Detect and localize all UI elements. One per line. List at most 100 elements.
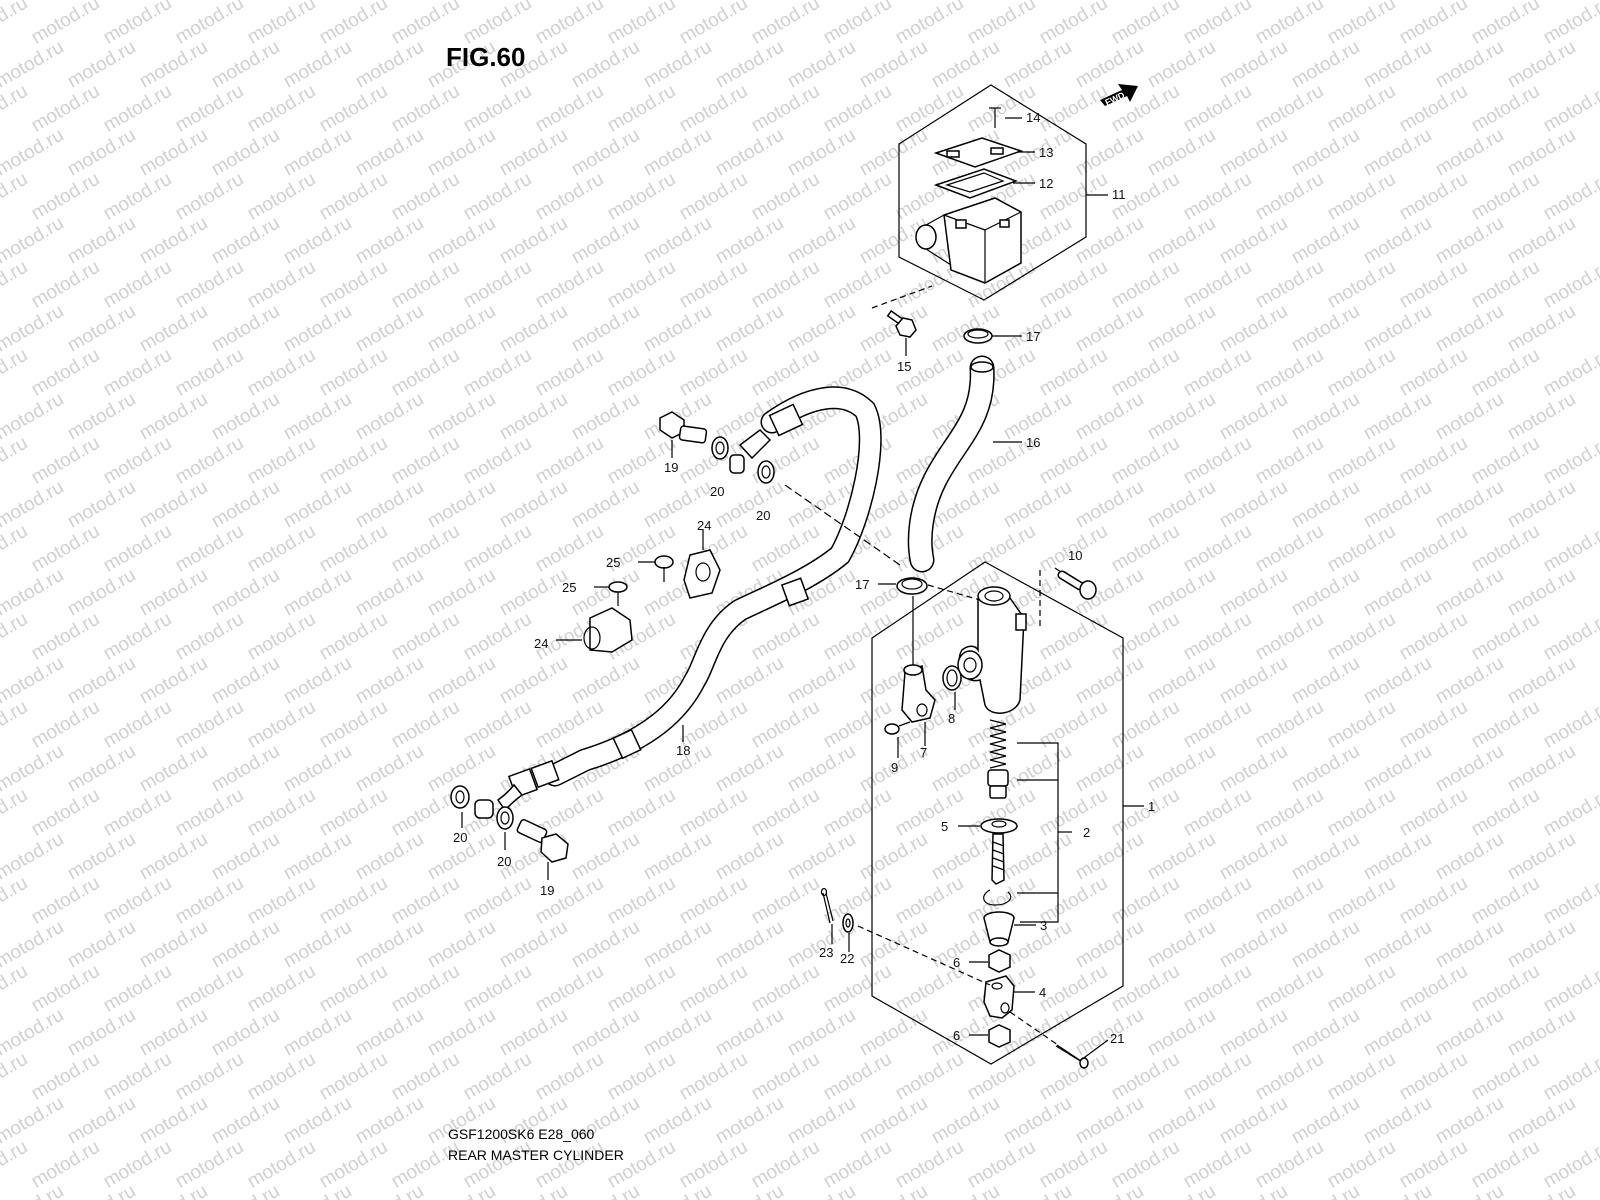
watermark-text: motod.ru: [316, 169, 391, 225]
watermark-text: motod.ru: [676, 1049, 751, 1105]
callout-24b: 24: [534, 636, 548, 651]
watermark-text: motod.ru: [1360, 37, 1435, 93]
watermark-text: motod.ru: [1288, 125, 1363, 181]
watermark-text: motod.ru: [1360, 1093, 1435, 1149]
watermark-text: motod.ru: [0, 1093, 67, 1149]
watermark-text: motod.ru: [280, 389, 355, 445]
watermark-text: motod.ru: [64, 37, 139, 93]
watermark-text: motod.ru: [316, 521, 391, 577]
watermark-text: motod.ru: [1072, 37, 1147, 93]
watermark-text: motod.ru: [0, 477, 67, 533]
watermark-text: motod.ru: [1324, 609, 1399, 665]
watermark-text: motod.ru: [1504, 917, 1579, 973]
watermark-text: motod.ru: [1288, 389, 1363, 445]
callout-19b: 19: [540, 883, 554, 898]
watermark-text: motod.ru: [172, 609, 247, 665]
watermark-text: motod.ru: [820, 0, 895, 48]
watermark-text: motod.ru: [316, 0, 391, 48]
watermark-text: motod.ru: [208, 125, 283, 181]
watermark-text: motod.ru: [352, 37, 427, 93]
watermark-text: motod.ru: [460, 169, 535, 225]
watermark-text: motod.ru: [1036, 961, 1111, 1017]
watermark-text: motod.ru: [676, 873, 751, 929]
watermark-text: motod.ru: [0, 433, 31, 489]
watermark-text: motod.ru: [1360, 565, 1435, 621]
watermark-text: motod.ru: [100, 0, 175, 48]
push-rod-5: [958, 818, 1018, 885]
watermark-text: motod.ru: [1396, 609, 1471, 665]
watermark-text: motod.ru: [352, 653, 427, 709]
watermark-text: motod.ru: [856, 1093, 931, 1149]
watermark-text: motod.ru: [28, 345, 103, 401]
watermark-text: motod.ru: [856, 917, 931, 973]
watermark-text: motod.ru: [676, 169, 751, 225]
brake-hose-18: [496, 386, 882, 812]
watermark-text: motod.ru: [64, 1093, 139, 1149]
watermark-text: motod.ru: [1468, 81, 1543, 137]
callout-25a: 25: [606, 555, 620, 570]
watermark-text: motod.ru: [1144, 565, 1219, 621]
watermark-text: motod.ru: [1288, 301, 1363, 357]
watermark-text: motod.ru: [1288, 741, 1363, 797]
watermark-text: motod.ru: [1144, 389, 1219, 445]
watermark-text: motod.ru: [136, 653, 211, 709]
watermark-text: motod.ru: [1432, 829, 1507, 885]
watermark-text: motod.ru: [172, 1049, 247, 1105]
watermark-text: motod.ru: [1180, 609, 1255, 665]
watermark-text: motod.ru: [424, 917, 499, 973]
watermark-text: motod.ru: [748, 0, 823, 48]
watermark-text: motod.ru: [748, 169, 823, 225]
watermark-text: motod.ru: [532, 81, 607, 137]
watermark-text: motod.ru: [316, 345, 391, 401]
watermark-text: motod.ru: [0, 829, 67, 885]
watermark-text: motod.ru: [496, 653, 571, 709]
watermark-text: motod.ru: [1252, 1137, 1327, 1193]
watermark-text: motod.ru: [208, 741, 283, 797]
callout-4: 4: [1039, 985, 1046, 1000]
watermark-text: motod.ru: [0, 301, 67, 357]
watermark-text: motod.ru: [1504, 829, 1579, 885]
watermark-text: motod.ru: [1252, 961, 1327, 1017]
watermark-text: motod.ru: [172, 433, 247, 489]
watermark-text: motod.ru: [1108, 697, 1183, 753]
watermark-text: motod.ru: [0, 917, 67, 973]
watermark-text: motod.ru: [1036, 345, 1111, 401]
watermark-text: motod.ru: [712, 741, 787, 797]
watermark-text: motod.ru: [388, 1137, 463, 1193]
watermark-text: motod.ru: [208, 565, 283, 621]
watermark-text: motod.ru: [1144, 213, 1219, 269]
watermark-text: motod.ru: [1072, 741, 1147, 797]
watermark-text: motod.ru: [676, 785, 751, 841]
watermark-text: motod.ru: [1360, 653, 1435, 709]
watermark-text: motod.ru: [856, 125, 931, 181]
watermark-text: motod.ru: [748, 961, 823, 1017]
watermark-text: motod.ru: [1360, 1181, 1435, 1200]
watermark-text: motod.ru: [748, 609, 823, 665]
watermark-text: motod.ru: [532, 345, 607, 401]
watermark-text: motod.ru: [1036, 0, 1111, 48]
watermark-text: motod.ru: [1324, 1137, 1399, 1193]
watermark-text: motod.ru: [784, 125, 859, 181]
watermark-text: motod.ru: [1000, 477, 1075, 533]
watermark-text: motod.ru: [316, 1049, 391, 1105]
bolt-10: [1054, 567, 1097, 600]
watermark-text: motod.ru: [496, 1005, 571, 1061]
diagram-caption: REAR MASTER CYLINDER: [448, 1147, 624, 1163]
circlip: [983, 889, 1012, 906]
watermark-text: motod.ru: [1252, 697, 1327, 753]
watermark-text: motod.ru: [604, 961, 679, 1017]
watermark-text: motod.ru: [1288, 829, 1363, 885]
watermark-text: motod.ru: [208, 1093, 283, 1149]
watermark-text: motod.ru: [460, 961, 535, 1017]
watermark-text: motod.ru: [460, 609, 535, 665]
watermark-text: motod.ru: [64, 125, 139, 181]
watermark-text: motod.ru: [604, 1049, 679, 1105]
watermark-text: motod.ru: [1468, 257, 1543, 313]
watermark-text: motod.ru: [712, 1181, 787, 1200]
watermark-text: motod.ru: [784, 1093, 859, 1149]
watermark-text: motod.ru: [100, 81, 175, 137]
watermark-text: motod.ru: [28, 873, 103, 929]
watermark-text: motod.ru: [1144, 1093, 1219, 1149]
watermark-text: motod.ru: [532, 873, 607, 929]
